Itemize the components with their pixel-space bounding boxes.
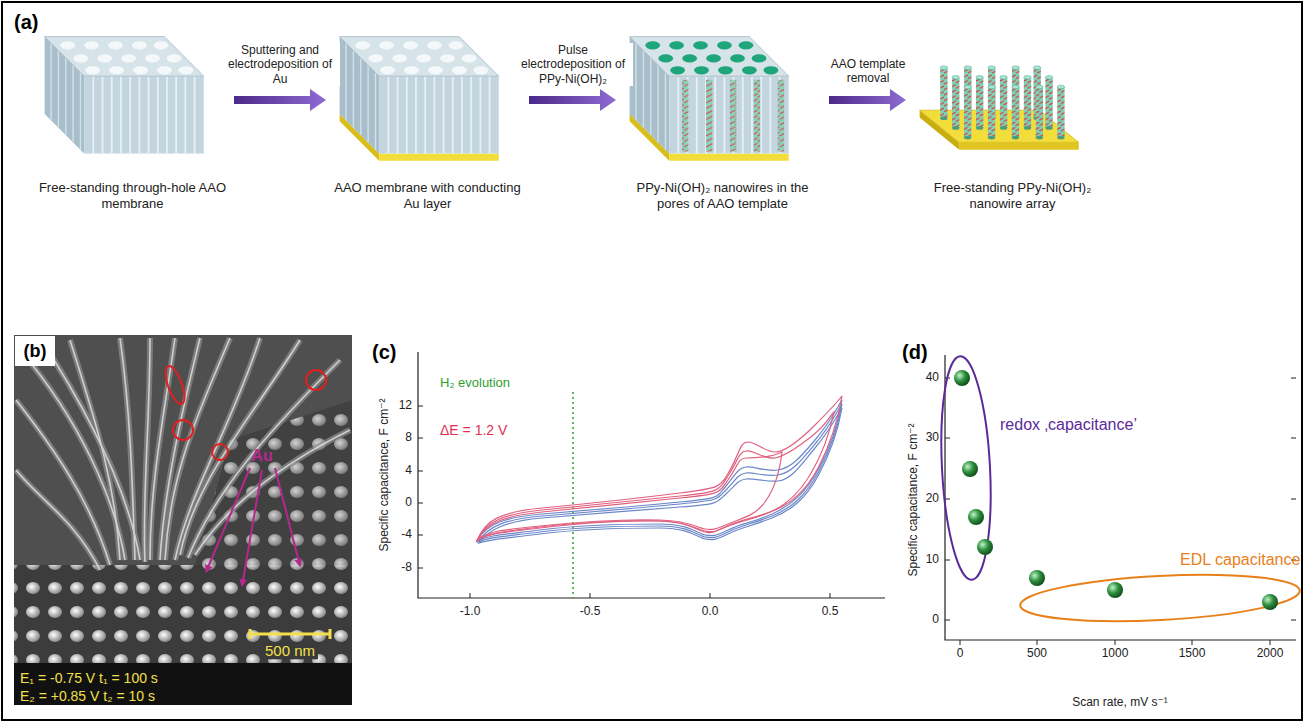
tick-label: 1000 (1102, 647, 1129, 661)
highlight-circle (212, 444, 228, 460)
sem-image (14, 335, 352, 705)
grouping-ellipse (936, 355, 996, 581)
process-step: PPy-Ni(OH)₂ nanowires in the pores of AA… (620, 30, 825, 213)
tick-label: 20 (926, 492, 939, 506)
annotation: redox ‚capacitance’ (1000, 416, 1137, 434)
data-point (977, 539, 993, 555)
panel-label: (a) (14, 11, 38, 34)
step-caption: Free-standing PPy-Ni(OH)₂ nanowire array (910, 180, 1115, 213)
process-arrow (529, 89, 616, 111)
process-step: Free-standing through-hole AAO membrane (35, 30, 230, 213)
tick-label: 8 (405, 431, 412, 445)
leader-arrow (275, 468, 300, 566)
pulse-parameter: E₂ = +0.85 V t₂ = 10 s (20, 688, 155, 704)
panel-label: (d) (902, 341, 928, 364)
tick-label: 40 (926, 371, 939, 385)
data-point (1262, 594, 1278, 610)
tick-label: 0 (957, 647, 964, 661)
process-step: Free-standing PPy-Ni(OH)₂ nanowire array (910, 30, 1115, 213)
data-point (962, 461, 978, 477)
data-point (954, 370, 970, 386)
grouping-ellipse (1019, 569, 1301, 628)
step-caption: PPy-Ni(OH)₂ nanowires in the pores of AA… (620, 180, 825, 213)
annotation: EDL capacitance (1180, 551, 1300, 569)
tick-label: 2000 (1257, 647, 1284, 661)
au-coated-membrane-illustration (340, 37, 499, 161)
axis-title: Specific capacitance, F cm⁻² (378, 398, 392, 551)
data-point (1029, 570, 1045, 586)
highlight-circle (162, 364, 189, 406)
process-arrow (234, 89, 326, 111)
arrow-label: Sputtering and electrodeposition of Au (220, 43, 340, 86)
arrow-label: AAO template removal (808, 57, 928, 86)
filled-membrane-illustration (630, 37, 789, 161)
highlight-circle (173, 420, 193, 440)
tick-label: 500 (1027, 647, 1047, 661)
h2-evolution-line (572, 392, 574, 598)
panel-label-box (15, 336, 55, 366)
tick-label: -0.5 (580, 605, 601, 619)
cv-plot (418, 352, 885, 598)
scale-label: 500 nm (262, 642, 318, 659)
nanowire-array-illustration (920, 66, 1079, 150)
step-caption: Free-standing through-hole AAO membrane (35, 180, 230, 213)
data-point (968, 509, 984, 525)
highlight-circle (306, 370, 326, 390)
step-caption: AAO membrane with conducting Au layer (330, 180, 525, 213)
pulse-parameter: E₁ = -0.75 V t₁ = 100 s (20, 670, 158, 686)
tick-label: 0.0 (702, 605, 719, 619)
leader-arrow (206, 468, 250, 572)
aao-membrane-illustration (45, 37, 204, 154)
material-label: Au (251, 447, 272, 465)
axis-title: Scan rate, mV s⁻¹ (1072, 696, 1168, 710)
tick-label: 30 (926, 431, 939, 445)
tick-label: 10 (926, 553, 939, 567)
annotation: ΔE = 1.2 V (440, 422, 507, 438)
tick-label: -1.0 (460, 605, 481, 619)
arrow-label: Pulse electrodeposition of PPy-Ni(OH)₂ (513, 43, 633, 86)
tick-label: 1500 (1179, 647, 1206, 661)
tick-label: 0.5 (822, 605, 839, 619)
scan-rate-plot (936, 355, 1301, 645)
panel-label: (c) (372, 341, 396, 364)
annotation: H₂ evolution (440, 376, 510, 391)
scale-bar (250, 629, 330, 639)
tick-label: 0 (932, 613, 939, 627)
tick-label: 12 (399, 399, 412, 413)
tick-label: -8 (401, 561, 412, 575)
tick-label: -4 (401, 528, 412, 542)
leader-arrow (242, 470, 262, 586)
tick-label: 4 (405, 464, 412, 478)
data-point (1107, 582, 1123, 598)
process-arrow (829, 89, 906, 111)
tick-label: 0 (405, 496, 412, 510)
panel-label: (b) (24, 341, 47, 362)
axis-title: Specific capacitance, F cm⁻² (907, 423, 921, 576)
process-step: AAO membrane with conducting Au layer (330, 30, 525, 213)
